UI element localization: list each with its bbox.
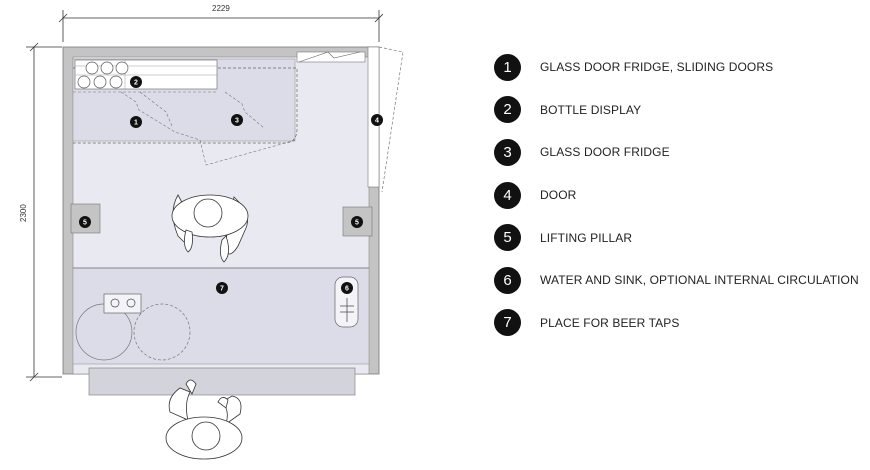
legend-badge-3: 3 <box>494 138 521 166</box>
marker-3: 3 <box>231 114 243 126</box>
legend-label-1: GLASS DOOR FRIDGE, SLIDING DOORS <box>540 60 774 75</box>
legend-badge-1: 1 <box>494 53 521 81</box>
beer-keg-outlines <box>75 293 191 361</box>
legend-label-2: BOTTLE DISPLAY <box>540 102 642 117</box>
legend: 1 GLASS DOOR FRIDGE, SLIDING DOORS 2 BOT… <box>494 46 859 344</box>
legend-item-2: 2 BOTTLE DISPLAY <box>494 89 859 132</box>
legend-badge-5: 5 <box>494 224 521 252</box>
legend-item-7: 7 PLACE FOR BEER TAPS <box>494 302 859 345</box>
front-step <box>88 367 356 396</box>
height-dimension: 2300 <box>19 42 62 382</box>
svg-text:2: 2 <box>134 80 138 87</box>
width-dimension-label: 2229 <box>212 4 230 13</box>
legend-item-3: 3 GLASS DOOR FRIDGE <box>494 131 859 174</box>
marker-4: 4 <box>371 114 383 126</box>
legend-badge-7: 7 <box>494 309 521 337</box>
svg-text:7: 7 <box>220 286 224 293</box>
legend-badge-4: 4 <box>494 181 521 209</box>
svg-text:5: 5 <box>355 220 359 227</box>
marker-5-right: 5 <box>351 216 363 228</box>
height-dimension-label: 2300 <box>19 204 28 222</box>
person-outside-figure <box>165 379 243 460</box>
legend-label-4: DOOR <box>540 188 577 203</box>
marker-6: 6 <box>341 282 353 294</box>
legend-item-6: 6 WATER AND SINK, OPTIONAL INTERNAL CIRC… <box>494 259 859 302</box>
legend-label-5: LIFTING PILLAR <box>540 230 633 245</box>
svg-text:4: 4 <box>375 118 379 125</box>
legend-item-4: 4 DOOR <box>494 174 859 217</box>
marker-7: 7 <box>216 282 228 294</box>
bottle-display <box>74 59 218 90</box>
legend-badge-6: 6 <box>494 266 521 294</box>
legend-item-5: 5 LIFTING PILLAR <box>494 216 859 259</box>
legend-label-6: WATER AND SINK, OPTIONAL INTERNAL CIRCUL… <box>540 273 859 288</box>
svg-text:6: 6 <box>345 286 349 293</box>
svg-text:5: 5 <box>83 220 87 227</box>
marker-1: 1 <box>130 116 142 128</box>
top-right-detail <box>296 51 366 63</box>
marker-5-left: 5 <box>79 216 91 228</box>
legend-badge-2: 2 <box>494 96 521 124</box>
width-dimension: 2229 <box>58 4 384 42</box>
legend-label-3: GLASS DOOR FRIDGE <box>540 145 670 160</box>
legend-item-1: 1 GLASS DOOR FRIDGE, SLIDING DOORS <box>494 46 859 89</box>
svg-text:3: 3 <box>235 118 239 125</box>
person-inside-figure <box>171 194 249 263</box>
marker-2: 2 <box>130 76 142 88</box>
svg-text:1: 1 <box>134 120 138 127</box>
legend-label-7: PLACE FOR BEER TAPS <box>540 315 680 330</box>
